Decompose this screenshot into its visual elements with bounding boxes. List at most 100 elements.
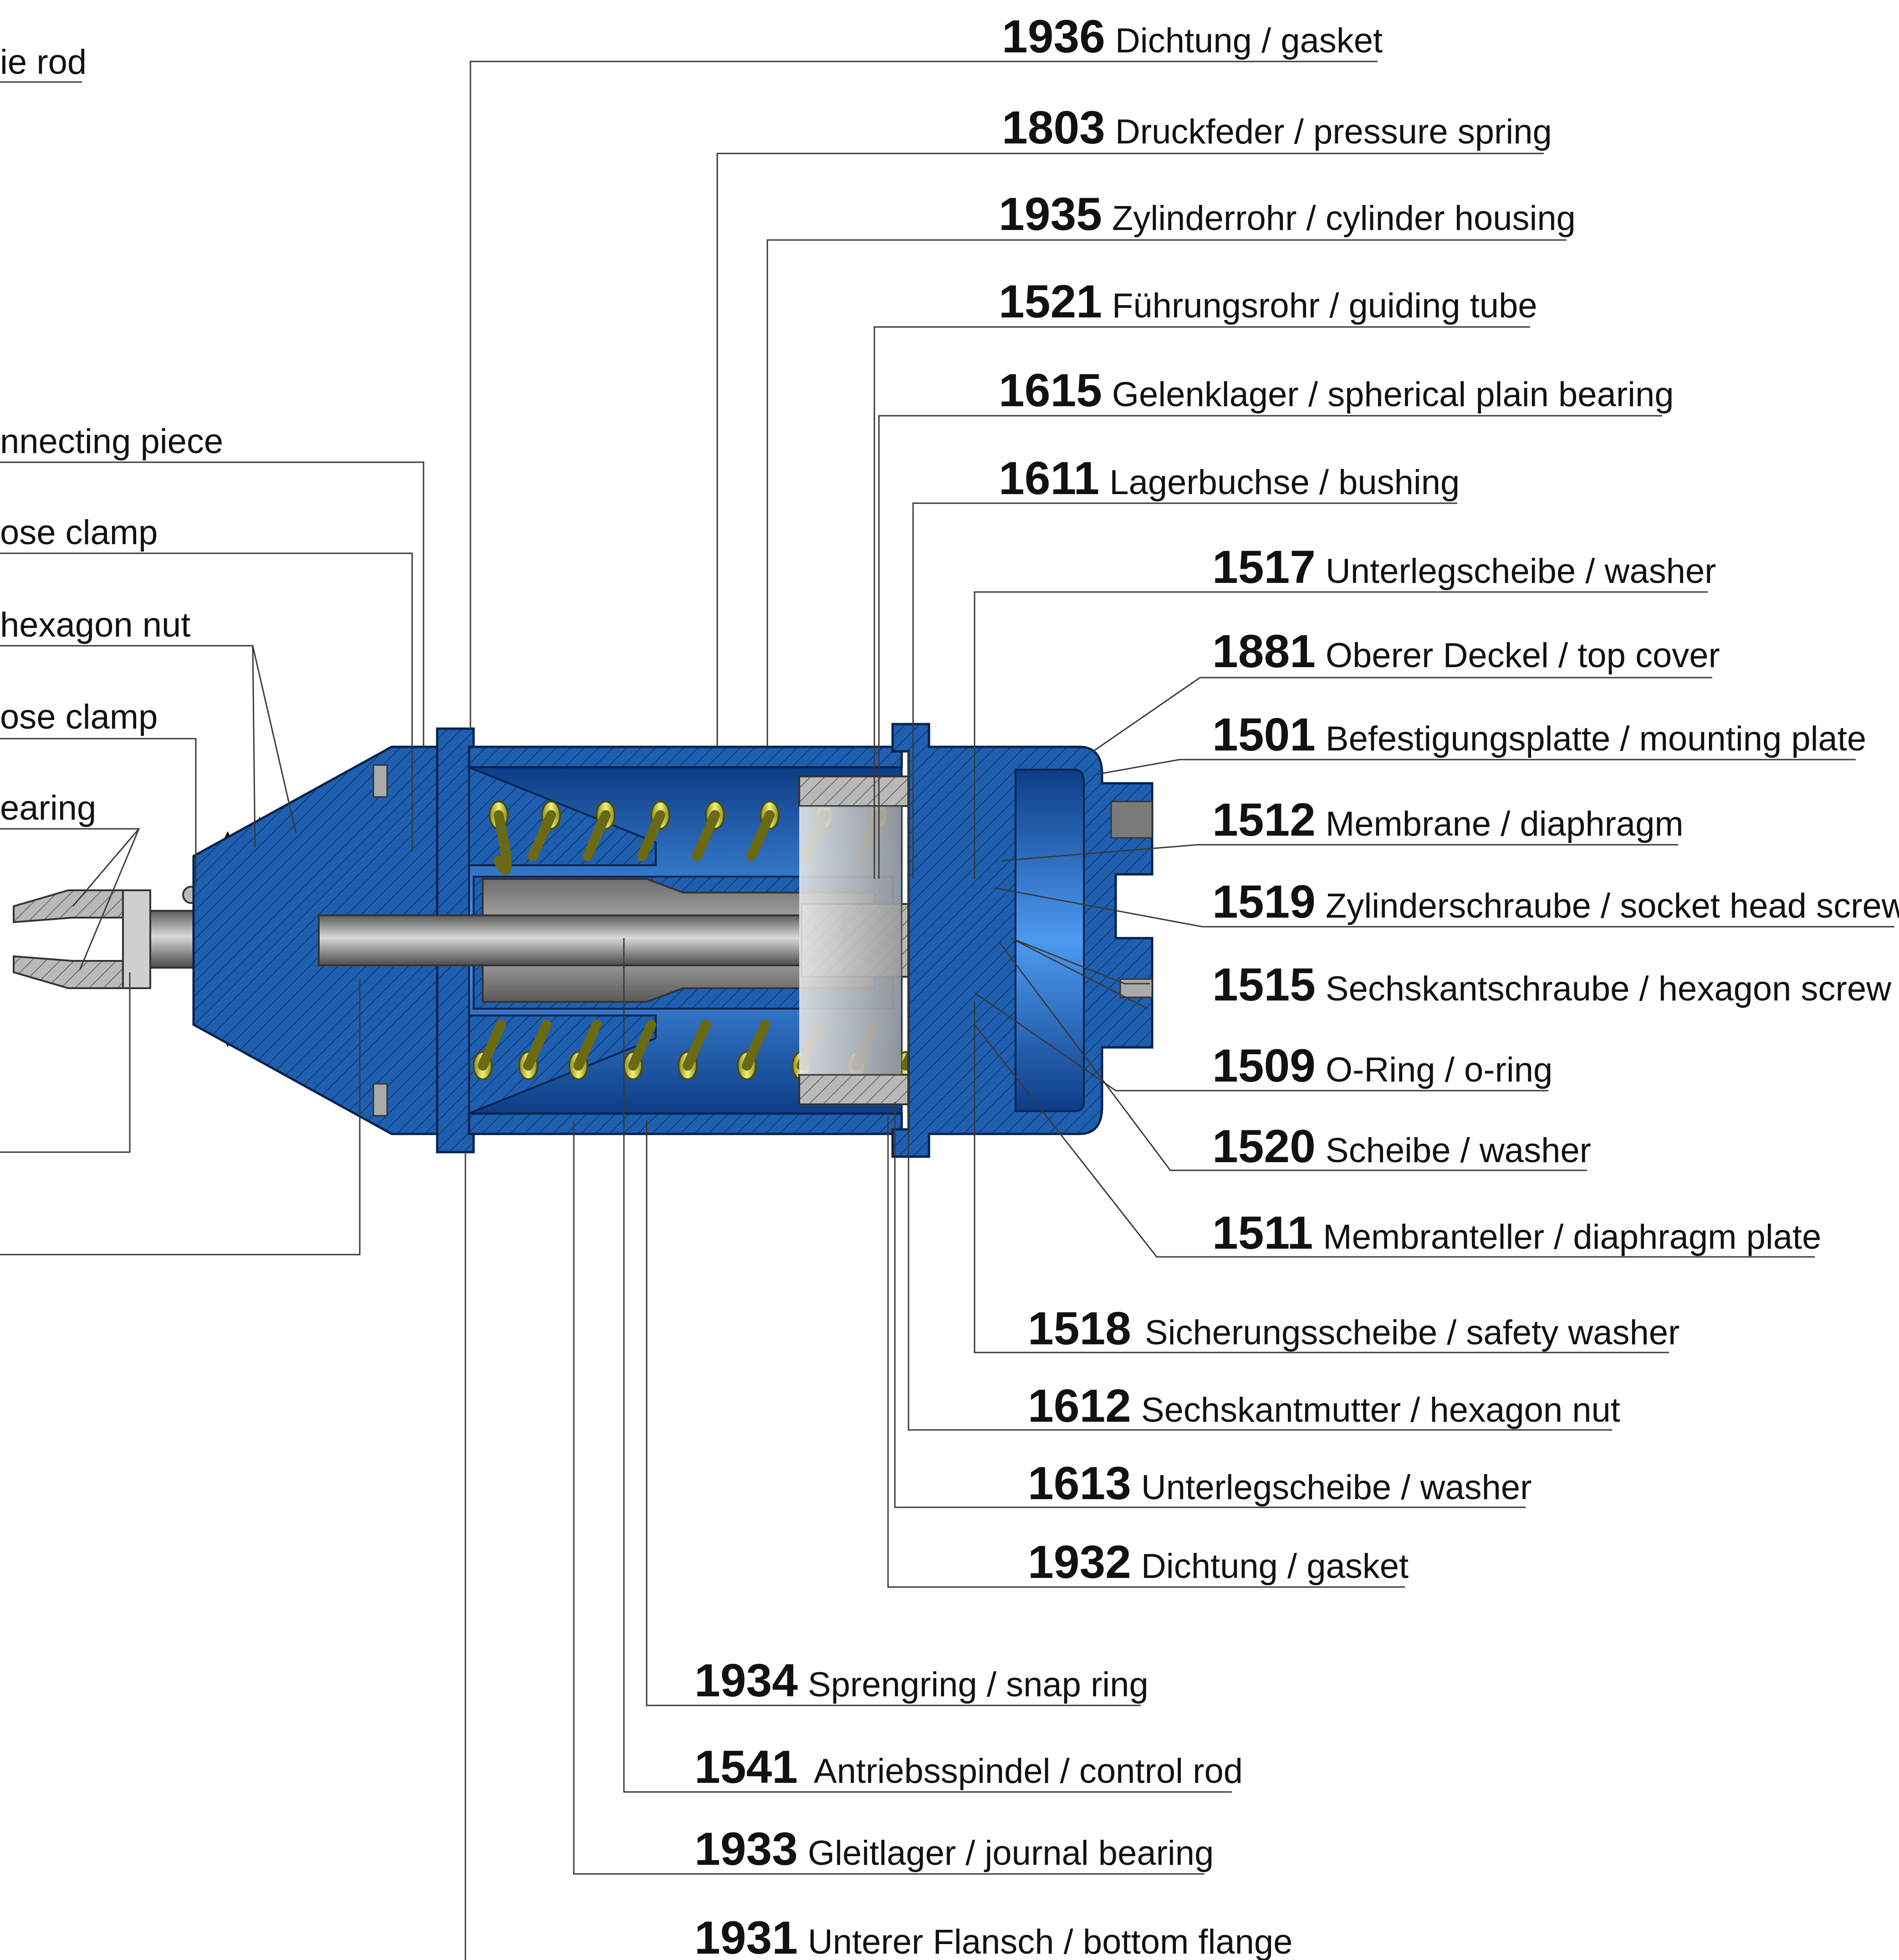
callout-1515: 1515 Sechskantschraube / hexagon screw [1212, 959, 1892, 1011]
callout-number: 1515 [1212, 959, 1316, 1011]
callout-label: Dichtung / gasket [1115, 21, 1383, 60]
left-label-connecting-piece: nnecting piece [0, 422, 223, 461]
callout-number: 1611 [999, 452, 1099, 504]
callout-1615: 1615 Gelenklager / spherical plain bearin… [999, 364, 1674, 416]
callout-1933: 1933 Gleitlager / journal bearing [694, 1823, 1214, 1875]
callout-label: Zylinderschraube / socket head screw [1326, 887, 1899, 925]
callout-number: 1521 [999, 276, 1102, 327]
callout-number: 1934 [694, 1654, 798, 1706]
callout-1541: 1541 Antriebsspindel / control rod [694, 1741, 1243, 1793]
callout-label: Führungsrohr / guiding tube [1112, 286, 1537, 325]
callout-1509: 1509 O-Ring / o-ring [1212, 1040, 1552, 1092]
callout-label: Membrane / diaphragm [1326, 805, 1684, 843]
callout-1613: 1613 Unterlegscheibe / washer [1028, 1457, 1531, 1509]
callout-number: 1501 [1212, 709, 1316, 761]
callout-label: Druckfeder / pressure spring [1115, 112, 1552, 151]
callout-label: Sicherungsscheibe / safety washer [1145, 1313, 1679, 1352]
callout-1511: 1511 Membranteller / diaphragm plate [1212, 1207, 1821, 1259]
callout-number: 1935 [999, 188, 1102, 240]
callout-number: 1931 [694, 1912, 798, 1960]
callout-1518: 1518 Sicherungsscheibe / safety washer [1028, 1302, 1679, 1354]
callout-label: Sechskantschraube / hexagon screw [1326, 970, 1892, 1008]
callout-1512: 1512 Membrane / diaphragm [1212, 794, 1684, 846]
callout-number: 1512 [1212, 794, 1316, 846]
callout-label: Befestigungsplatte / mounting plate [1326, 720, 1866, 758]
callout-1520: 1520 Scheibe / washer [1212, 1120, 1591, 1172]
callout-label: Zylinderrohr / cylinder housing [1112, 199, 1576, 238]
callout-1519: 1519 Zylinderschraube / socket head screw [1212, 876, 1899, 928]
callout-number: 1520 [1212, 1120, 1316, 1172]
callout-1521: 1521 Führungsrohr / guiding tube [999, 276, 1537, 327]
left-label-tie-rod: ie rod [0, 43, 87, 82]
left-label-hexagon-nut: hexagon nut [0, 606, 190, 644]
callout-number: 1933 [694, 1823, 798, 1875]
callout-number: 1932 [1028, 1536, 1131, 1588]
left-label-hose-clamp: ose clamp [0, 698, 158, 736]
callout-1803: 1803 Druckfeder / pressure spring [1002, 102, 1552, 153]
callout-1611: 1611 Lagerbuchse / bushing [999, 452, 1460, 504]
callout-number: 1517 [1212, 541, 1316, 593]
left-label-bearing: earing [0, 789, 96, 827]
leader-lines [0, 61, 1894, 1960]
callout-label: Scheibe / washer [1326, 1131, 1591, 1170]
top-cover [891, 723, 1154, 1158]
callout-number: 1541 [694, 1741, 798, 1793]
actuator-assembly [13, 723, 1154, 1158]
callout-label: Unterlegscheibe / washer [1326, 552, 1716, 591]
left-label-hose-clamp: ose clamp [0, 513, 158, 552]
callout-number: 1613 [1028, 1457, 1131, 1509]
callout-1931: 1931 Unterer Flansch / bottom flange [694, 1912, 1292, 1960]
callout-label: Gleitlager / journal bearing [808, 1834, 1214, 1873]
callout-number: 1519 [1212, 876, 1316, 928]
callout-1501: 1501 Befestigungsplatte / mounting plate [1212, 709, 1866, 761]
callout-label: Sprengring / snap ring [808, 1665, 1149, 1704]
callout-1935: 1935 Zylinderrohr / cylinder housing [999, 188, 1576, 240]
callout-label: O-Ring / o-ring [1326, 1051, 1552, 1089]
callout-number: 1509 [1212, 1040, 1316, 1092]
callout-label: Unterer Flansch / bottom flange [808, 1923, 1293, 1960]
callout-number: 1615 [999, 364, 1102, 416]
callout-number: 1803 [1002, 102, 1105, 153]
left-labels: ie rod nnecting piece ose clamp hexagon … [0, 43, 223, 827]
callout-1932: 1932 Dichtung / gasket [1028, 1536, 1409, 1588]
callout-label: Lagerbuchse / bushing [1109, 463, 1460, 502]
callout-label: Oberer Deckel / top cover [1326, 636, 1720, 675]
callout-1517: 1517 Unterlegscheibe / washer [1212, 541, 1716, 593]
callout-number: 1881 [1212, 625, 1316, 677]
callout-label: Sechskantmutter / hexagon nut [1141, 1391, 1620, 1429]
callout-label: Gelenklager / spherical plain bearing [1112, 375, 1674, 414]
callout-number: 1518 [1028, 1302, 1131, 1354]
callout-number: 1511 [1212, 1207, 1313, 1259]
callout-1934: 1934 Sprengring / snap ring [694, 1654, 1149, 1706]
callout-1881: 1881 Oberer Deckel / top cover [1212, 625, 1720, 677]
callout-number: 1936 [1002, 10, 1105, 62]
callout-label: Unterlegscheibe / washer [1141, 1468, 1532, 1507]
callout-label: Dichtung / gasket [1141, 1547, 1409, 1586]
callout-label: Antriebsspindel / control rod [814, 1752, 1243, 1791]
callout-label: Membranteller / diaphragm plate [1323, 1218, 1821, 1256]
